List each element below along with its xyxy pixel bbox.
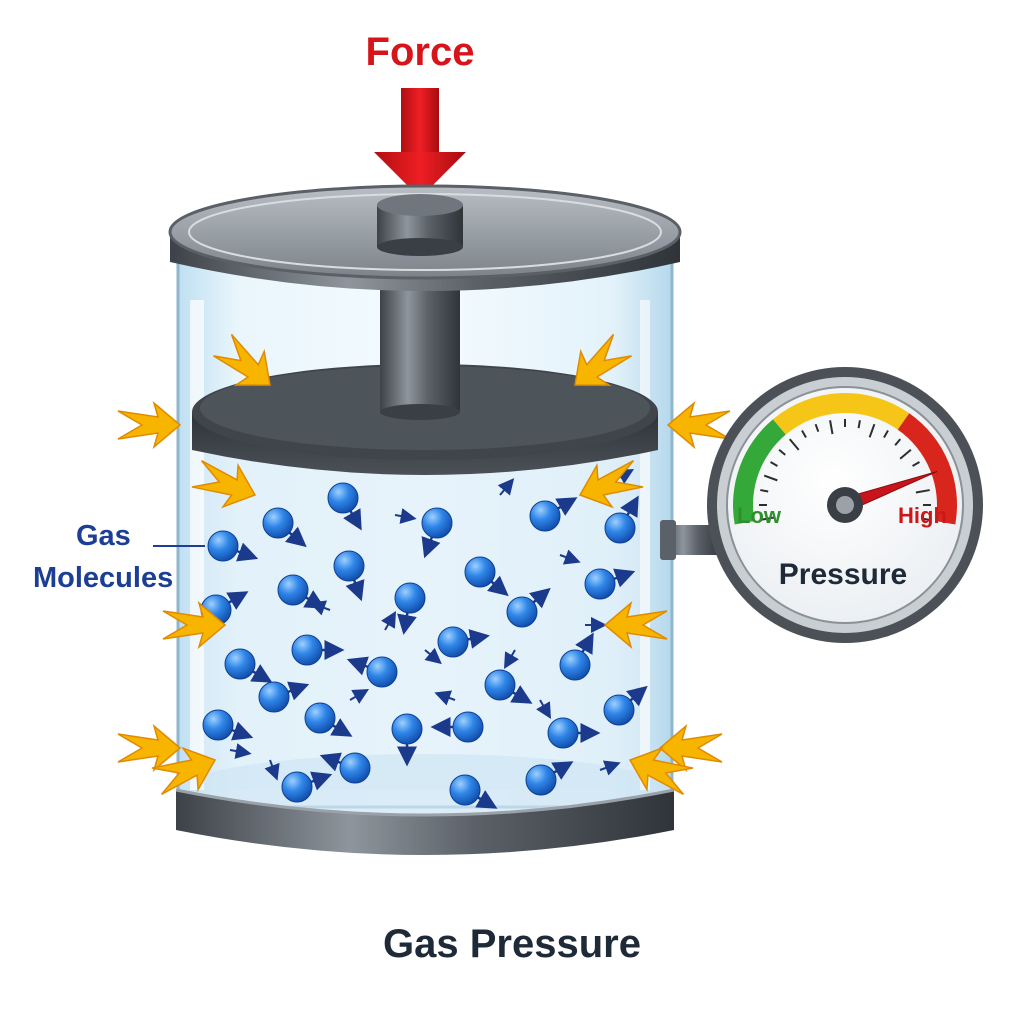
impact-arrow-icon xyxy=(628,746,694,796)
gas-molecule xyxy=(547,717,601,749)
gas-molecule xyxy=(333,550,365,602)
gas-molecule xyxy=(525,761,574,796)
gas-molecules xyxy=(200,468,682,809)
gas-molecule xyxy=(262,507,307,548)
motion-arrow xyxy=(349,689,370,704)
gas-molecule xyxy=(304,702,353,737)
motion-arrow xyxy=(394,508,417,524)
gas-molecule xyxy=(391,713,423,767)
gas-molecule xyxy=(484,669,533,704)
gas-molecule xyxy=(559,632,594,681)
impact-arrow-icon xyxy=(162,600,227,650)
impact-arrow-icon xyxy=(191,459,257,509)
impact-arrow-icon xyxy=(578,459,644,509)
gas-molecule xyxy=(506,587,551,628)
impact-arrow-icon xyxy=(666,400,731,450)
gas-molecule xyxy=(430,711,484,743)
cylinder-base xyxy=(175,788,675,855)
gas-molecule xyxy=(224,648,273,683)
piston-rod xyxy=(380,290,460,420)
gauge-high-label: High xyxy=(898,503,947,528)
motion-arrow xyxy=(424,647,442,665)
motion-arrow xyxy=(559,549,581,565)
piston-knob xyxy=(377,194,463,256)
diagram-title: Gas Pressure xyxy=(383,922,641,966)
gas-molecule xyxy=(449,774,498,809)
impact-arrow-icon xyxy=(658,723,723,773)
gas-molecule xyxy=(464,556,509,597)
gas-molecule xyxy=(529,497,578,532)
impact-arrow-icon xyxy=(574,333,632,386)
motion-arrow xyxy=(503,649,519,670)
gauge-mid-zone xyxy=(773,393,910,435)
gas-molecule xyxy=(584,568,636,600)
gauge-low-label: Low xyxy=(737,503,781,528)
gas-molecule xyxy=(421,507,453,559)
motion-arrow xyxy=(536,699,552,720)
gas-molecule xyxy=(258,681,310,713)
molecules-label-line1: Gas xyxy=(76,520,131,552)
gas-molecule xyxy=(437,626,490,658)
gauge-high-zone xyxy=(897,413,958,525)
motion-arrow xyxy=(229,743,252,759)
motion-arrow xyxy=(264,759,280,781)
gas-molecule xyxy=(281,771,333,803)
motion-arrow xyxy=(309,600,331,616)
impact-arrow-icon xyxy=(117,400,182,450)
impact-arrow-icon xyxy=(117,723,182,773)
gauge-scale xyxy=(733,393,958,525)
gas-molecule xyxy=(291,634,345,666)
gauge-low-zone xyxy=(733,419,786,525)
force-label: Force xyxy=(365,30,475,74)
gas-molecule xyxy=(346,656,398,688)
force-arrow-icon xyxy=(374,88,466,198)
gas-molecule xyxy=(327,482,362,531)
gas-molecule xyxy=(603,685,648,726)
impact-arrow-icon xyxy=(213,333,271,386)
gas-molecule xyxy=(319,752,371,784)
molecules-label-line2: Molecules xyxy=(33,562,174,594)
gauge-name-label: Pressure xyxy=(778,558,908,591)
motion-arrow xyxy=(599,760,621,776)
gauge-ticks xyxy=(759,419,931,521)
gas-molecule xyxy=(604,495,639,544)
motion-arrow xyxy=(497,478,515,496)
impact-arrow-icon xyxy=(151,746,217,796)
impact-arrow-icon xyxy=(603,600,668,650)
pressure-gauge-icon xyxy=(707,367,983,643)
gas-molecule xyxy=(207,530,259,562)
gas-molecule xyxy=(394,582,426,635)
gas-molecule xyxy=(202,709,254,741)
motion-arrow xyxy=(434,690,456,706)
impact-arrows xyxy=(117,333,731,796)
gauge-pipe xyxy=(660,520,722,560)
motion-arrow xyxy=(381,610,397,631)
